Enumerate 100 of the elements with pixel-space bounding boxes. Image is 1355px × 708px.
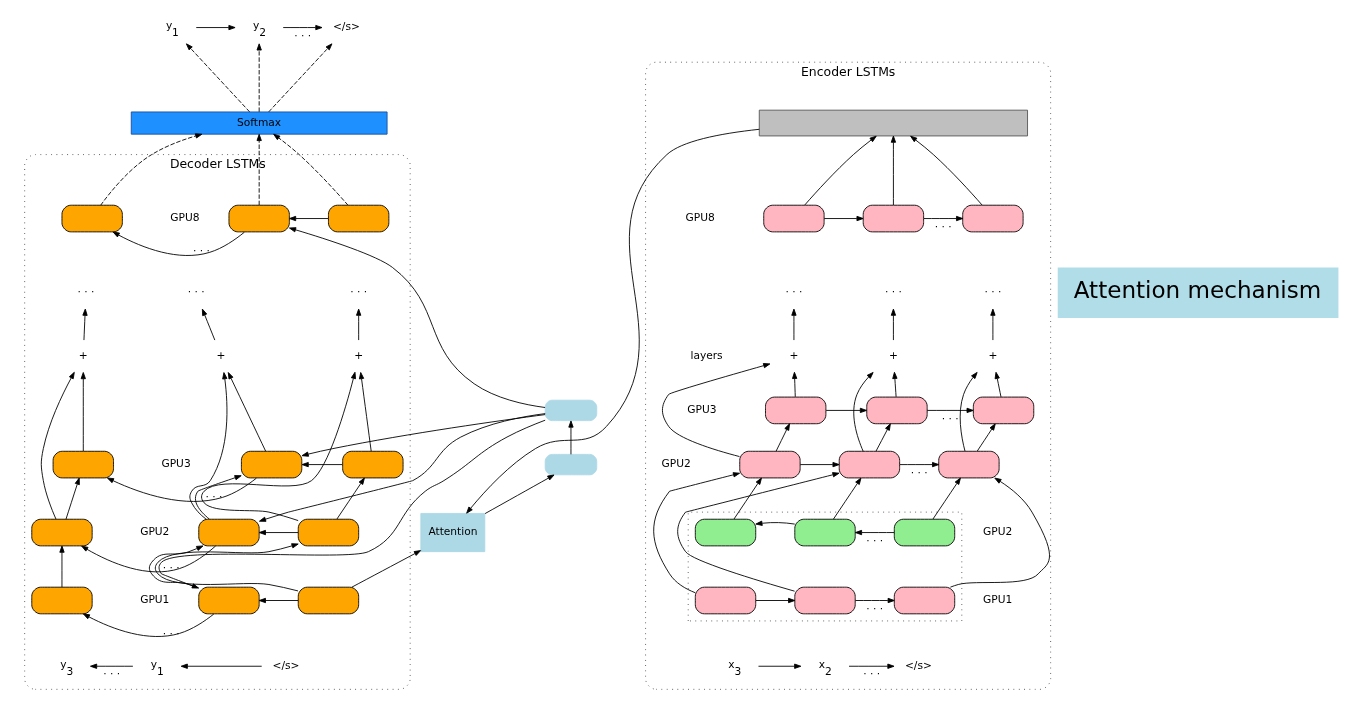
edge-label: · · · (865, 601, 883, 615)
arrow (288, 215, 329, 222)
node-box (197, 586, 260, 615)
node-box (297, 586, 359, 615)
arrow (898, 461, 939, 468)
node-text: · · · (784, 285, 802, 299)
arrow (959, 371, 978, 452)
arrow (823, 215, 864, 222)
arrow (201, 308, 215, 341)
arrow (335, 477, 365, 520)
arrow (854, 597, 895, 604)
node-box: Attention mechanism (1057, 267, 1338, 318)
arrow (355, 308, 361, 341)
edge-label: · · · (934, 219, 952, 233)
arrow (288, 227, 546, 408)
edge-label: · · · (293, 28, 311, 42)
arrow (40, 371, 75, 520)
arrow (180, 663, 262, 669)
node-box (30, 518, 93, 547)
edge-label: · · · (941, 411, 959, 425)
edge-label: · · · (162, 560, 180, 574)
arrow (790, 308, 797, 341)
label: GPU1 (982, 593, 1012, 607)
node-box (762, 204, 825, 233)
label: GPU1 (139, 593, 169, 607)
arrow (358, 372, 372, 452)
node-box (961, 204, 1024, 233)
edge-label: · · · (192, 243, 210, 257)
arrow (99, 133, 202, 206)
arrow (106, 477, 257, 502)
arrow (65, 477, 80, 520)
arrow (852, 372, 874, 452)
node-text: · · · (77, 285, 94, 299)
arrow (256, 133, 262, 206)
arrow (82, 613, 214, 637)
node-box (865, 396, 928, 425)
arrow (909, 135, 982, 206)
arrow (81, 308, 88, 341)
arrow (58, 545, 65, 588)
arrow (258, 529, 299, 536)
arrow (890, 308, 896, 341)
node-box (52, 450, 114, 479)
arrow (854, 529, 895, 536)
node-box (694, 586, 756, 615)
node-text: · · · (983, 285, 1001, 299)
node-box (738, 450, 801, 479)
arrow (301, 414, 546, 457)
node-text: </s> (271, 658, 299, 672)
arrow (258, 597, 299, 604)
node-bar (758, 109, 1028, 137)
arrow (754, 520, 795, 526)
node-text: </s> (332, 20, 360, 34)
label: GPU8 (685, 211, 715, 225)
node-text: </s> (904, 658, 932, 672)
node-text: + (78, 348, 88, 362)
arrow (676, 472, 839, 592)
node-text: + (216, 348, 225, 362)
arrow (185, 43, 250, 113)
arrow (989, 308, 996, 341)
label: GPU3 (686, 403, 717, 417)
arrow (875, 423, 891, 452)
arrow (848, 663, 894, 669)
arrow (484, 474, 554, 514)
node-box (61, 204, 123, 233)
arrow (301, 461, 343, 468)
label: GPU3 (160, 457, 191, 471)
edge-label: · · · (204, 489, 222, 503)
node-box (228, 204, 290, 233)
edge-label: · · · (862, 667, 880, 681)
label: layers (689, 348, 723, 362)
node-box (297, 518, 359, 547)
node-box (30, 586, 93, 615)
arrow (832, 477, 861, 520)
node-box (793, 586, 856, 615)
node-box (937, 450, 1000, 479)
arrow (661, 363, 770, 457)
node-text: + (888, 348, 898, 362)
arrow (791, 371, 797, 398)
node-text: · · · (187, 285, 205, 299)
arrow (754, 597, 795, 604)
arrow (890, 135, 896, 206)
node-text: + (353, 348, 363, 362)
node-text: + (987, 348, 997, 362)
edge-label: · · · (162, 626, 180, 640)
node-box (341, 450, 403, 479)
arrow (267, 43, 332, 113)
arrow (976, 423, 996, 452)
node-box (893, 518, 955, 547)
label: GPU2 (139, 525, 169, 539)
node-box (862, 204, 924, 233)
arrow (80, 545, 216, 573)
arrow (567, 420, 574, 455)
arrow (652, 472, 740, 594)
arrow (803, 135, 877, 206)
arrow (922, 215, 963, 222)
arrow (188, 372, 227, 520)
node-box (694, 518, 756, 547)
node-box: Softmax (130, 111, 388, 135)
arrow (200, 371, 356, 522)
node-box (327, 204, 389, 233)
